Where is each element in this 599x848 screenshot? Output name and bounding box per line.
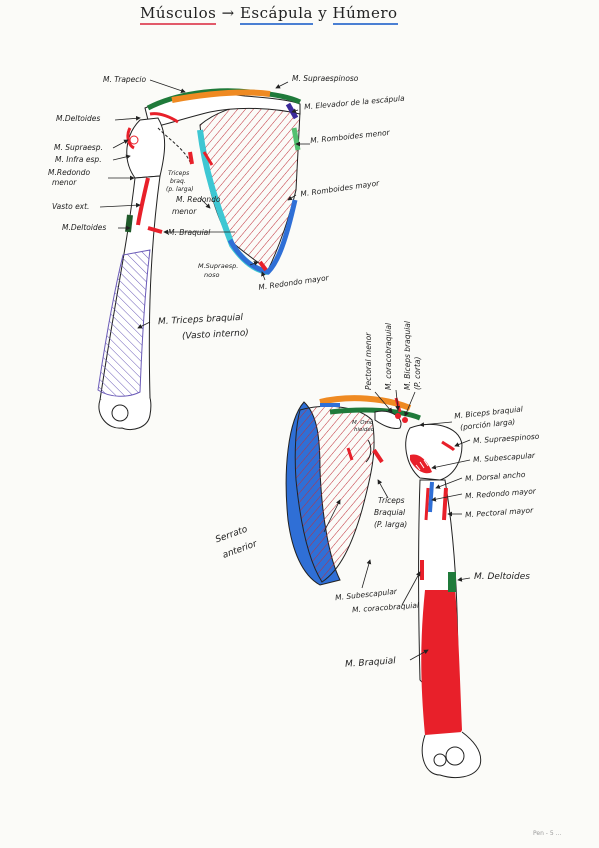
label-post-deltoides: M.Deltoides	[56, 114, 101, 123]
title-part2: Escápula	[239, 4, 313, 25]
anterior-humerus-head	[405, 423, 463, 481]
label-ant-triceps-b: Braquial	[374, 508, 406, 517]
label-post-infraesp: M. Infra esp.	[55, 155, 102, 164]
label-ant-biceps-corta-b: (P. corta)	[413, 356, 422, 390]
label-ant-pectoral-menor: Pectoral menor	[364, 332, 373, 390]
posterior-triceps-vasto-interno	[97, 249, 151, 397]
label-ant-omo-a: M. Omo	[352, 420, 374, 426]
label-ant-omo-b: hioideo	[354, 427, 375, 433]
anterior-braquial	[421, 590, 462, 740]
label-post-redondo-menor-b: menor	[52, 178, 77, 187]
label-post-supraesp: M. Supraesp.	[54, 143, 103, 152]
page-title: Músculos → Escápula y Húmero	[140, 4, 398, 25]
label-post-subesp-b: noso	[204, 271, 220, 279]
label-ant-coracobraquial: M. coracobraquial	[384, 322, 393, 390]
posterior-deltoides-insertion	[125, 214, 133, 233]
posterior-redondo-mayor-red	[258, 260, 268, 272]
label-post-triceps-a: Triceps	[168, 170, 190, 177]
title-part1: Músculos	[140, 4, 217, 25]
label-ant-triceps-a: Triceps	[378, 496, 405, 505]
anterior-acromion	[329, 407, 421, 421]
label-post-triceps-c: (p. larga)	[166, 186, 194, 193]
label-post-trapecio: M. Trapecio	[103, 75, 147, 84]
posterior-head-detail	[129, 135, 139, 145]
label-post-vasto-ext: Vasto ext.	[52, 202, 90, 211]
label-post-redondo-menor-a: M.Redondo	[48, 168, 91, 177]
anterior-pointers	[323, 389, 471, 661]
anterior-pectoral-menor-dot	[395, 413, 401, 419]
anterior-dorsal-ancho	[428, 481, 434, 513]
posterior-vasto-ext	[136, 177, 150, 226]
anterior-supraespinoso	[319, 395, 412, 411]
label-ant-triceps-c: (P. larga)	[374, 520, 408, 529]
label-post-deltoides-low: M.Deltoides	[62, 223, 107, 232]
label-post-redondo-menor2-a: M. Redondo	[176, 195, 221, 204]
footer-mark: Pen - 5 ...	[533, 830, 562, 837]
anterior-view	[285, 395, 482, 778]
label-post-supraespinoso: M. Supraespinoso	[292, 74, 359, 83]
label-ant-biceps-corta: M. Biceps braquial	[403, 321, 412, 390]
label-post-braquial: M. Braquial	[168, 228, 211, 237]
posterior-supraespinoso	[171, 89, 271, 103]
label-post-subesp-a: M.Supraesp.	[198, 262, 239, 270]
anterior-redondo-mayor	[424, 487, 430, 521]
title-arrow: →	[221, 4, 235, 22]
label-post-redondo-menor2-b: menor	[172, 207, 197, 216]
label-ant-deltoides: M. Deltoides	[474, 572, 530, 582]
anterior-pectoral-mayor	[442, 487, 448, 521]
anterior-supraesp-red	[441, 440, 456, 452]
posterior-braquial-red	[147, 226, 163, 234]
posterior-condyles	[98, 397, 152, 430]
posterior-view	[97, 88, 302, 430]
anterior-scapula	[294, 405, 375, 583]
title-part3: Húmero	[332, 4, 398, 25]
posterior-redondo-mayor-blue	[227, 199, 298, 275]
anterior-condyles	[421, 731, 482, 778]
posterior-infraesp-red	[126, 127, 135, 150]
anterior-coracobraquial-dot	[402, 417, 408, 423]
posterior-deltoides-origin	[149, 112, 179, 124]
label-post-triceps-b: braq.	[170, 178, 186, 185]
posterior-pointers	[99, 79, 310, 329]
title-join: y	[318, 4, 328, 22]
